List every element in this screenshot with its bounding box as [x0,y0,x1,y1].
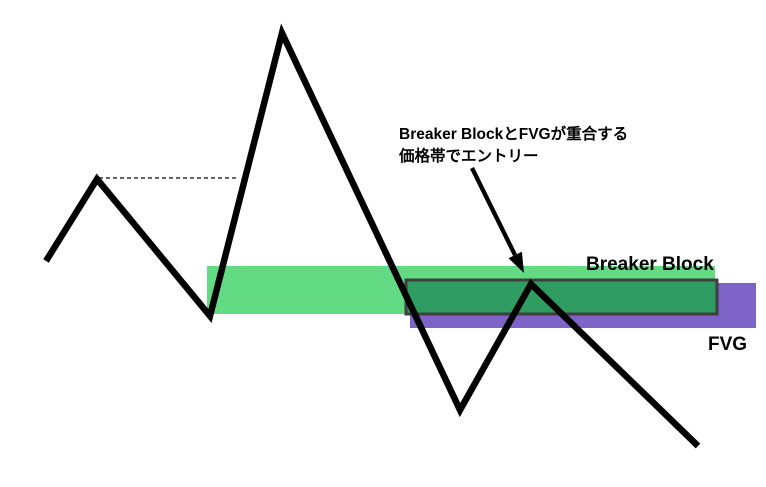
breaker-block-label: Breaker Block [586,254,714,275]
price-line [43,23,701,449]
annotation-line-2: 価格帯でエントリー [398,146,539,165]
arrowhead-icon [508,251,524,273]
annotation-arrow-shaft [470,167,517,256]
overlap-zone [404,278,719,316]
annotation-line-1: Breaker BlockとFVGが重合する [399,124,628,143]
fvg-label: FVG [708,334,747,355]
